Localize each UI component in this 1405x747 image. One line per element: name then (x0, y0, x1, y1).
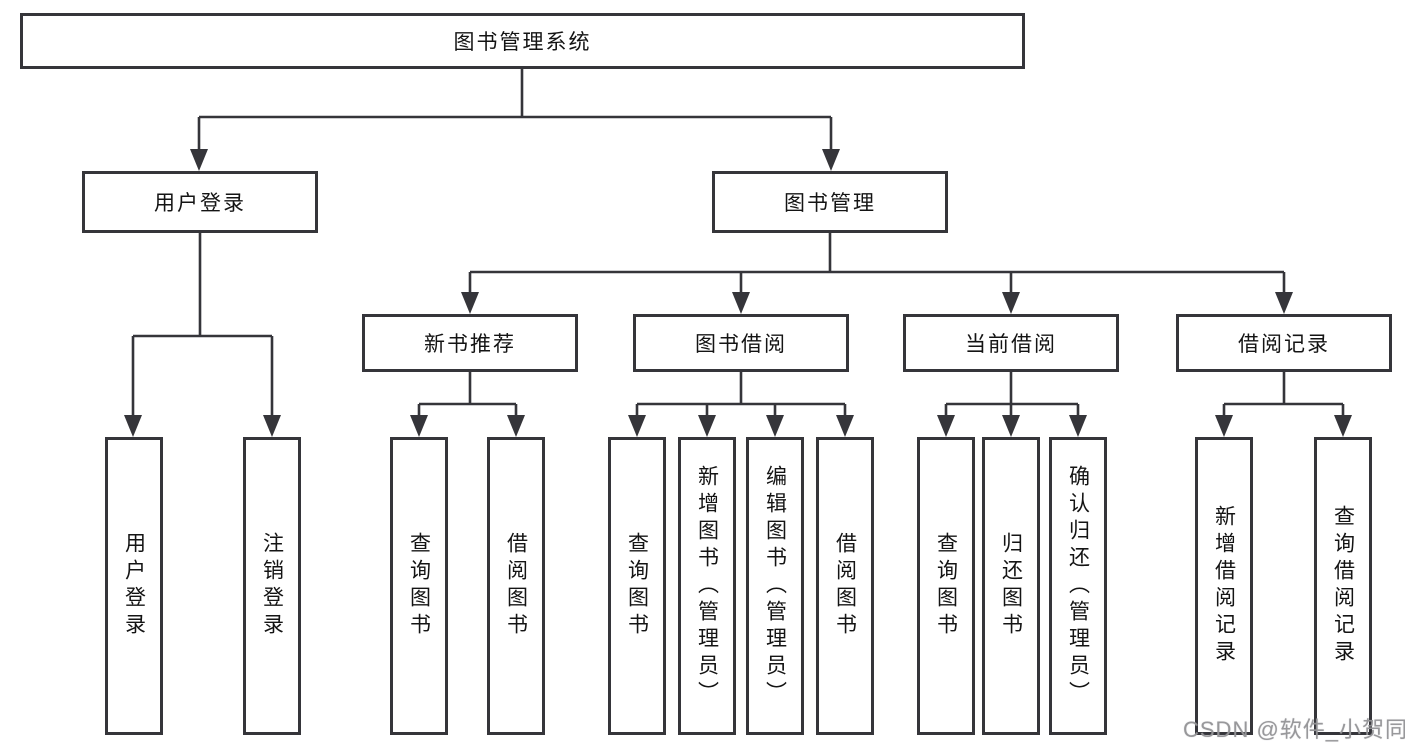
leaf-query-books-recommend: 查询图书 (390, 437, 448, 735)
leaf-label: 新增图书（管理员） (695, 464, 719, 708)
leaf-label: 查询图书 (934, 532, 958, 640)
leaf-label: 查询借阅记录 (1331, 505, 1355, 667)
node-library-management-system: 图书管理系统 (20, 13, 1025, 69)
node-borrowing-records: 借阅记录 (1176, 314, 1392, 372)
leaf-add-borrow-record: 新增借阅记录 (1195, 437, 1253, 735)
csdn-watermark: CSDN @软件_小贺同学 (1183, 717, 1405, 742)
node-label: 新书推荐 (424, 333, 516, 356)
node-new-book-recommend: 新书推荐 (362, 314, 578, 372)
leaf-user-login: 用户登录 (105, 437, 163, 735)
node-book-borrowing: 图书借阅 (633, 314, 849, 372)
node-user-login: 用户登录 (82, 171, 318, 233)
leaf-query-books-current: 查询图书 (917, 437, 975, 735)
leaf-add-book-admin: 新增图书（管理员） (678, 437, 736, 735)
node-book-management: 图书管理 (712, 171, 948, 233)
leaf-label: 新增借阅记录 (1212, 505, 1236, 667)
leaf-label: 借阅图书 (504, 532, 528, 640)
leaf-query-books-borrowing: 查询图书 (608, 437, 666, 735)
leaf-borrow-books: 借阅图书 (816, 437, 874, 735)
leaf-borrow-books-recommend: 借阅图书 (487, 437, 545, 735)
leaf-label: 用户登录 (122, 532, 146, 640)
leaf-label: 注销登录 (260, 532, 284, 640)
node-current-borrowing: 当前借阅 (903, 314, 1119, 372)
leaf-confirm-return-admin: 确认归还（管理员） (1049, 437, 1107, 735)
leaf-label: 借阅图书 (833, 532, 857, 640)
leaf-edit-book-admin: 编辑图书（管理员） (746, 437, 804, 735)
node-label: 图书借阅 (695, 333, 787, 356)
node-label: 图书管理 (784, 192, 876, 215)
leaf-label: 查询图书 (407, 532, 431, 640)
node-label: 图书管理系统 (453, 31, 592, 54)
leaf-label: 编辑图书（管理员） (763, 464, 787, 708)
node-label: 借阅记录 (1238, 333, 1330, 356)
leaf-label: 查询图书 (625, 532, 649, 640)
leaf-label: 归还图书 (999, 532, 1023, 640)
node-label: 用户登录 (154, 192, 246, 215)
leaf-logout: 注销登录 (243, 437, 301, 735)
leaf-query-borrow-record: 查询借阅记录 (1314, 437, 1372, 735)
leaf-return-book: 归还图书 (982, 437, 1040, 735)
leaf-label: 确认归还（管理员） (1066, 464, 1090, 708)
node-label: 当前借阅 (965, 333, 1057, 356)
